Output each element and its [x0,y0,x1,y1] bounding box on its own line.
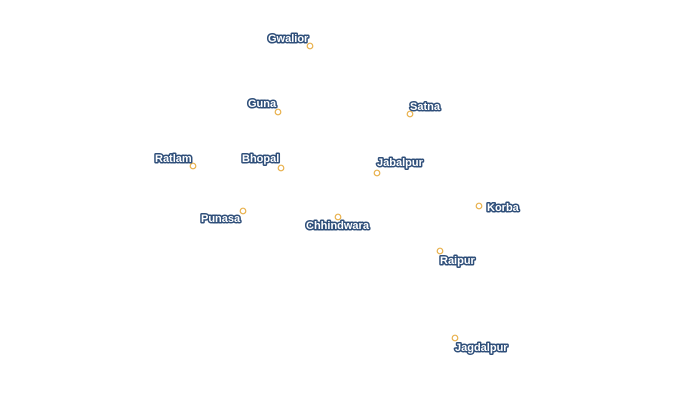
city-marker-satna[interactable] [406,110,414,118]
city-guna[interactable]: Guna [247,97,282,116]
city-marker-gwalior[interactable] [306,42,314,50]
city-label-bhopal: Bhopal [242,153,279,165]
city-marker-korba[interactable] [475,202,483,210]
city-label-guna: Guna [248,98,277,110]
city-chhindwara[interactable]: Chhindwara [305,213,371,234]
city-jabalpur[interactable]: Jabalpur [373,156,425,177]
city-label-gwalior: Gwalior [268,33,309,45]
city-label-chhindwara: Chhindwara [306,220,370,232]
city-marker-jagdalpur[interactable] [451,334,459,342]
city-label-korba: Korba [487,202,520,214]
city-marker-bhopal[interactable] [277,164,285,172]
city-marker-guna[interactable] [274,108,282,116]
city-marker-punasa[interactable] [239,207,247,215]
city-marker-chhindwara[interactable] [334,213,342,221]
city-label-jabalpur: Jabalpur [377,157,424,169]
city-ratlam[interactable]: Ratlam [154,152,197,170]
city-raipur[interactable]: Raipur [436,247,477,269]
city-marker-ratlam[interactable] [189,162,197,170]
city-label-punasa: Punasa [201,213,241,225]
city-korba[interactable]: Korba [475,201,521,216]
city-marker-jabalpur[interactable] [373,169,381,177]
city-label-raipur: Raipur [440,255,476,267]
city-satna[interactable]: Satna [406,100,442,118]
city-marker-raipur[interactable] [436,247,444,255]
city-jagdalpur[interactable]: Jagdalpur [451,334,510,356]
city-bhopal[interactable]: Bhopal [241,152,285,172]
city-gwalior[interactable]: Gwalior [267,32,314,50]
city-label-jagdalpur: Jagdalpur [455,342,508,354]
city-punasa[interactable]: Punasa [200,207,247,227]
city-label-ratlam: Ratlam [155,153,192,165]
city-label-satna: Satna [410,101,441,113]
